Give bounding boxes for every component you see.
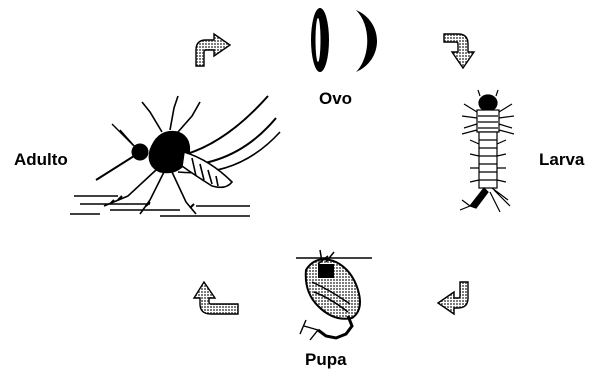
arrow-icon bbox=[438, 282, 468, 314]
stage-label-adulto: Adulto bbox=[14, 151, 68, 168]
stage-label-ovo: Ovo bbox=[319, 90, 352, 107]
stage-label-pupa: Pupa bbox=[305, 351, 347, 368]
arrow-icon bbox=[196, 34, 230, 66]
mosquito-icon bbox=[70, 96, 280, 216]
arrow-icon bbox=[444, 34, 474, 68]
arrow-icon bbox=[194, 282, 238, 314]
pupa-icon bbox=[296, 250, 372, 340]
stage-label-larva: Larva bbox=[539, 151, 584, 168]
egg-icon bbox=[311, 8, 377, 72]
larva-icon bbox=[460, 90, 514, 212]
